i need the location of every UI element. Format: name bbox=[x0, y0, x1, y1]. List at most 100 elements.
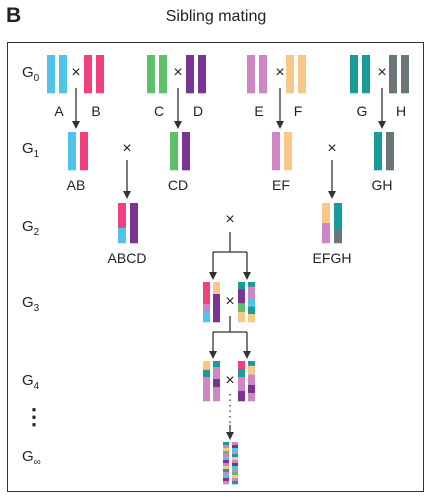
founder-h-right bbox=[401, 55, 409, 94]
founder-h-right-segment bbox=[401, 55, 409, 94]
g4-right-pair-right-segment bbox=[248, 361, 255, 367]
founder-b-right-segment bbox=[96, 55, 104, 94]
g-infinity-pair-left-segment bbox=[223, 442, 229, 446]
g1-label-cd: CD bbox=[167, 177, 189, 193]
mix-abcd-right bbox=[130, 203, 138, 244]
g3-right-pair-right bbox=[248, 282, 255, 323]
g-infinity-pair-left-segment bbox=[223, 478, 229, 482]
founder-label-g: G bbox=[356, 103, 368, 119]
g1-label-ef: EF bbox=[272, 177, 290, 193]
founder-c-left bbox=[147, 55, 155, 94]
mix-efgh-right-segment bbox=[334, 230, 342, 244]
g4-right-pair-left-segment bbox=[238, 369, 245, 378]
cross-g3: × bbox=[225, 293, 235, 310]
g3-left-pair-right-segment bbox=[213, 282, 220, 295]
g3-right-pair-right-segment bbox=[248, 286, 255, 300]
generation-label-ginf: G∞ bbox=[22, 448, 41, 468]
g3-right-pair-left bbox=[238, 282, 245, 323]
hybrid-ab-right-segment bbox=[80, 132, 88, 171]
generation-label-g3: G3 bbox=[22, 294, 40, 314]
hybrid-cd-right bbox=[182, 132, 190, 171]
g-infinity-pair-left-segment bbox=[223, 481, 229, 485]
diagram-frame bbox=[7, 42, 424, 492]
founder-e-left-segment bbox=[247, 55, 255, 94]
g3-left-pair-left bbox=[203, 282, 210, 323]
g-infinity-pair-right-segment bbox=[232, 466, 238, 470]
g4-right-pair-left-segment bbox=[238, 391, 245, 402]
g-infinity-pair-right-segment bbox=[232, 475, 238, 479]
g-infinity-pair-left-segment bbox=[223, 460, 229, 464]
mix-efgh-right-segment bbox=[334, 203, 342, 231]
g-infinity-pair-right-segment bbox=[232, 469, 238, 473]
founder-e-right-segment bbox=[259, 55, 267, 94]
g-infinity-pair-right-segment bbox=[232, 451, 238, 455]
g3-right-pair-right-segment bbox=[248, 282, 255, 288]
hybrid-ab-left bbox=[68, 132, 76, 171]
founder-a-right-segment bbox=[59, 55, 67, 94]
g3-right-pair-left-segment bbox=[238, 289, 245, 304]
g4-right-pair-left-segment bbox=[238, 361, 245, 370]
founder-b-right bbox=[96, 55, 104, 94]
g3-right-pair-left-segment bbox=[238, 312, 245, 323]
g3-left-pair-left-segment bbox=[203, 304, 210, 313]
g3-left-pair-right bbox=[213, 282, 220, 323]
hybrid-cd-left bbox=[170, 132, 178, 171]
g4-left-pair-left-segment bbox=[203, 377, 210, 392]
g-infinity-pair-left-segment bbox=[223, 457, 229, 461]
cross-ab: × bbox=[71, 64, 81, 81]
founder-c-right-segment bbox=[159, 55, 167, 94]
hybrid-gh-right-segment bbox=[386, 132, 394, 171]
g-infinity-pair-left-segment bbox=[223, 472, 229, 476]
g1-label-gh: GH bbox=[371, 177, 393, 193]
mix-efgh-left-segment bbox=[322, 203, 330, 224]
g-infinity-pair-left-segment bbox=[223, 451, 229, 455]
g-infinity-pair-right-segment bbox=[232, 457, 238, 461]
g-infinity-pair-right-segment bbox=[232, 445, 238, 449]
panel-title: Sibling mating bbox=[165, 8, 267, 25]
founder-a-left-segment bbox=[47, 55, 55, 94]
founder-d-right-segment bbox=[198, 55, 206, 94]
founder-e-left bbox=[247, 55, 255, 94]
founder-c-left-segment bbox=[147, 55, 155, 94]
g-infinity-pair-right-segment bbox=[232, 481, 238, 485]
hybrid-gh-left-segment bbox=[374, 132, 382, 171]
founder-label-c: C bbox=[153, 103, 165, 119]
generation-label-g1: G1 bbox=[22, 140, 40, 160]
cross-gh: × bbox=[377, 64, 387, 81]
g-infinity-pair-left-segment bbox=[223, 454, 229, 458]
hybrid-cd-right-segment bbox=[182, 132, 190, 171]
founder-f-right bbox=[298, 55, 306, 94]
g3-left-pair-left-segment bbox=[203, 312, 210, 323]
g-infinity-pair-right-segment bbox=[232, 472, 238, 476]
g4-right-pair-left bbox=[238, 361, 245, 402]
founder-g-left-segment bbox=[350, 55, 358, 94]
hybrid-ab-left-segment bbox=[68, 132, 76, 171]
founder-b-left-segment bbox=[84, 55, 92, 94]
founder-label-b: B bbox=[91, 103, 101, 119]
founder-f-left-segment bbox=[286, 55, 294, 94]
g2-label-efgh: EFGH bbox=[312, 250, 352, 266]
founder-h-left-segment bbox=[389, 55, 397, 94]
g4-right-pair-right-segment bbox=[248, 365, 255, 375]
g-infinity-pair-left-segment bbox=[223, 463, 229, 467]
g-infinity-pair-right-segment bbox=[232, 442, 238, 446]
vertical-ellipsis: ⋮ bbox=[23, 404, 45, 429]
panel-letter: B bbox=[6, 4, 22, 27]
founder-label-e: E bbox=[254, 103, 264, 119]
mix-efgh-left-segment bbox=[322, 223, 330, 244]
g1-label-ab: AB bbox=[66, 177, 86, 193]
g-infinity-pair-left bbox=[223, 442, 229, 485]
cross-g1-left: × bbox=[122, 140, 132, 157]
cross-g1-right: × bbox=[327, 140, 337, 157]
g4-right-pair-right bbox=[248, 361, 255, 402]
founder-h-left bbox=[389, 55, 397, 94]
founder-d-right bbox=[198, 55, 206, 94]
g-infinity-pair-right-segment bbox=[232, 448, 238, 452]
g4-left-pair-left-segment bbox=[203, 369, 210, 378]
g-infinity-pair-right-segment bbox=[232, 463, 238, 467]
g4-right-pair-left-segment bbox=[238, 377, 245, 392]
founder-label-f: F bbox=[293, 103, 303, 119]
g-infinity-pair-right bbox=[232, 442, 238, 485]
founder-label-a: A bbox=[54, 103, 64, 119]
